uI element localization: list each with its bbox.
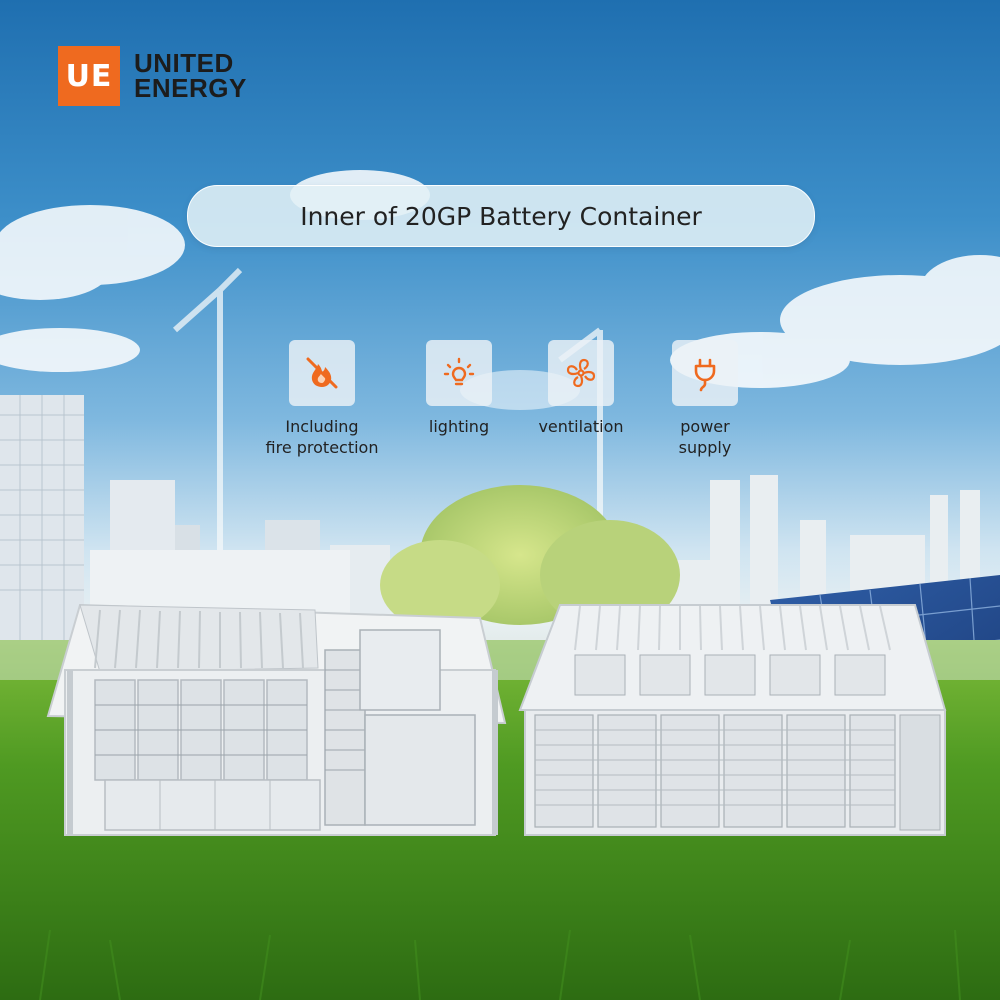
feature-ventilation: ventilation (506, 340, 656, 437)
battery-container-left (46, 603, 507, 836)
feature-power-supply: power supply (630, 340, 780, 458)
brand-name: UNITED ENERGY (134, 48, 247, 103)
brand-name-line2: ENERGY (134, 73, 247, 103)
brand-logo: UE UNITED ENERGY (58, 46, 247, 106)
feature-lighting: lighting (384, 340, 534, 437)
feature-label: lighting (428, 417, 490, 436)
light-bulb-icon (426, 340, 492, 406)
brand-name-line1: UNITED (134, 48, 234, 78)
plug-icon (672, 340, 738, 406)
page-title: Inner of 20GP Battery Container (187, 185, 815, 247)
logo-mark: UE (58, 46, 120, 106)
feature-fire-protection: Including fire protection (247, 340, 397, 458)
feature-label: power supply (678, 417, 732, 457)
feature-label: ventilation (538, 417, 624, 436)
fan-icon (548, 340, 614, 406)
grass-blades (39, 929, 961, 1000)
feature-label: Including fire protection (265, 417, 379, 457)
trees (380, 485, 680, 630)
battery-container-right (518, 604, 947, 836)
fire-icon (289, 340, 355, 406)
